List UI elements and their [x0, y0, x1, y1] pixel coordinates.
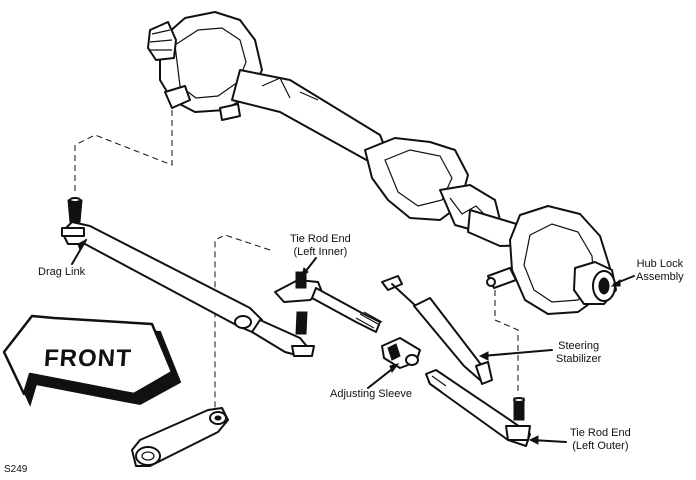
stabilizer-line2: Stabilizer: [556, 353, 602, 365]
leader-lines: [71, 238, 635, 445]
drag-link-text: Drag Link: [38, 266, 86, 278]
front-axle: [147, 11, 617, 315]
tie-rod-inner-line2: (Left Inner): [293, 246, 348, 258]
stabilizer-line1: Steering: [558, 340, 600, 352]
adjusting-sleeve-part: [381, 337, 421, 369]
label-drag-link: Drag Link: [38, 266, 85, 279]
drag-link: [61, 197, 315, 357]
hub-lock-line2: Assembly: [636, 271, 684, 283]
pitman-arm: [131, 407, 229, 467]
figure-code: S249: [4, 464, 28, 475]
tie-rod-inner-line1: Tie Rod End: [290, 233, 351, 245]
tie-rod-outer-line1: Tie Rod End: [570, 427, 631, 439]
label-hub-lock: Hub Lock Assembly: [636, 258, 684, 284]
label-tie-rod-outer: Tie Rod End (Left Outer): [570, 427, 631, 453]
adjusting-sleeve-text: Adjusting Sleeve: [330, 388, 412, 400]
front-text: FRONT: [43, 345, 133, 372]
hub-lock-line1: Hub Lock: [636, 258, 684, 270]
steering-stabilizer: [381, 275, 493, 385]
connection-lines: [74, 110, 519, 420]
tie-rod-outer-line2: (Left Outer): [572, 440, 629, 452]
label-tie-rod-inner: Tie Rod End (Left Inner): [290, 233, 351, 259]
tie-rod-outer: [425, 369, 531, 447]
label-steering-stabilizer: Steering Stabilizer: [556, 340, 601, 366]
tie-rod-inner: [274, 271, 383, 333]
label-adjusting-sleeve: Adjusting Sleeve: [330, 388, 412, 401]
front-arrow: [2, 314, 182, 407]
